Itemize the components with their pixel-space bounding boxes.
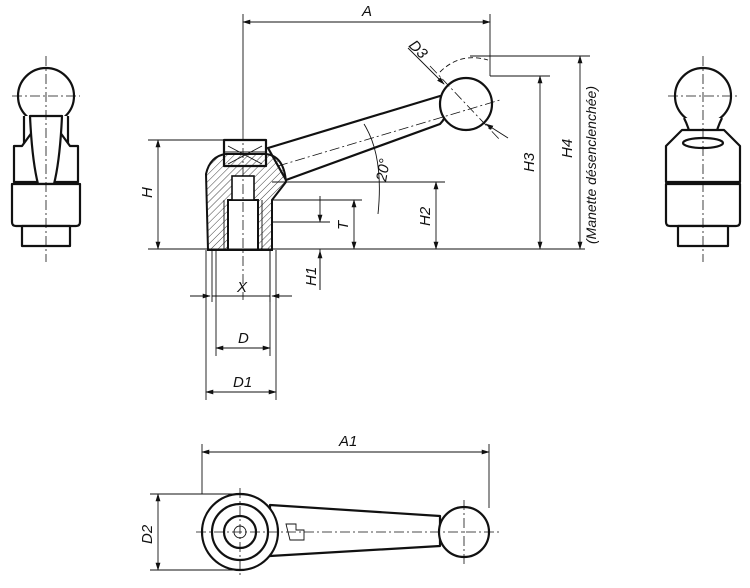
label-X: X	[236, 279, 248, 296]
top-view	[196, 488, 500, 578]
label-T: T	[335, 219, 352, 230]
label-H2: H2	[417, 206, 434, 226]
label-A: A	[361, 3, 372, 20]
front-view	[204, 57, 501, 300]
label-D3: D3	[405, 37, 431, 63]
label-H1: H1	[303, 267, 320, 286]
label-A1: A1	[338, 433, 357, 450]
label-D1: D1	[233, 374, 252, 391]
label-H: H	[139, 187, 156, 198]
label-D: D	[238, 330, 249, 347]
left-side-view	[10, 56, 82, 262]
label-D2: D2	[139, 524, 156, 544]
right-side-view	[664, 56, 742, 262]
dimension-lines	[148, 14, 590, 571]
label-note: (Manette désenclenchée)	[583, 86, 599, 244]
label-angle: 20°	[373, 157, 394, 183]
label-H4: H4	[559, 139, 576, 158]
label-H3: H3	[521, 152, 538, 172]
